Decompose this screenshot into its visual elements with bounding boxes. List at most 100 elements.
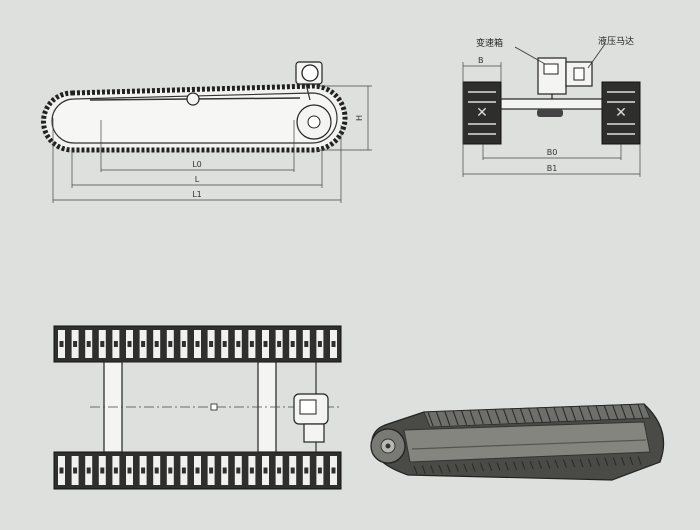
photo-track-top	[423, 403, 651, 428]
photo-cleat	[479, 463, 484, 472]
track-shoe-hole	[195, 341, 200, 347]
track-shoe-hole	[236, 341, 241, 347]
callout-hydraulic-motor: 液压马达	[598, 35, 634, 47]
track-shoes-upper	[58, 330, 337, 358]
track-shoe-hole	[331, 341, 336, 347]
photo-cleat	[620, 457, 626, 466]
track-shoe-hole	[304, 467, 309, 474]
track-shoe-hole	[195, 467, 200, 474]
photo-cleat	[545, 407, 552, 422]
cross-beam	[500, 98, 603, 110]
dim-b1-label: B1	[547, 164, 558, 173]
photo-cleat	[629, 456, 634, 466]
photo-cleat	[430, 465, 435, 474]
track-shoe-hole	[317, 467, 322, 474]
photo-cleat	[471, 463, 476, 472]
side-view: L0 L L1 H	[41, 61, 372, 203]
track-inner-loop	[51, 92, 338, 144]
track-shoe-hole	[290, 467, 295, 474]
track-shoe-hole	[127, 341, 132, 347]
photo-cleat	[612, 457, 617, 466]
photo-cleat	[477, 410, 484, 425]
photo-cleat	[554, 459, 559, 469]
photo-cleat	[603, 405, 610, 420]
photo-cleat	[579, 458, 584, 468]
photo-cleat	[444, 411, 451, 426]
track-shoe-hole	[277, 341, 282, 347]
track-shoe-hole	[73, 341, 78, 347]
dim-l0-label: L0	[192, 160, 202, 169]
track-shoe-hole	[331, 467, 336, 474]
dim-l-label: L	[195, 175, 200, 184]
track-shoe-hole	[127, 467, 132, 474]
photo-cleat	[620, 404, 627, 420]
sprocket-hub	[307, 115, 321, 129]
svg-text:✕: ✕	[476, 105, 488, 121]
drive-unit-top	[210, 393, 329, 443]
photo-cleat	[578, 406, 585, 421]
photo-cleat	[570, 406, 577, 422]
photo-cleat	[463, 463, 468, 473]
track-shoe-hole	[263, 341, 268, 347]
track-shoe-hole	[181, 341, 186, 347]
track-shoe-hole	[249, 341, 254, 347]
photo-cleat	[521, 461, 526, 470]
track-shoe-hole	[168, 341, 173, 347]
track-shoe-hole	[168, 467, 173, 474]
dim-b0-label: B0	[547, 148, 558, 157]
photo-cleat	[529, 460, 534, 470]
track-shoe-hole	[73, 467, 78, 474]
dim-b-label: B	[478, 56, 484, 65]
photo-cleat	[494, 409, 501, 424]
photo-cleat	[496, 462, 501, 471]
track-shoe-hole	[100, 467, 105, 474]
photo-cleats	[413, 404, 644, 475]
photo-cleat	[537, 460, 543, 469]
photo-cleat	[562, 459, 567, 468]
track-shoe-hole	[59, 341, 64, 347]
photo-cleat	[604, 457, 609, 467]
photo-cleat	[637, 404, 644, 419]
photo-cleat	[511, 408, 518, 424]
photo-cleat	[435, 411, 442, 426]
track-shoe-hole	[222, 467, 227, 474]
dim-h-label: H	[355, 115, 364, 121]
photo-cleat	[421, 465, 426, 474]
track-shoe-hole	[141, 467, 146, 474]
track-shoe-hole	[236, 467, 241, 474]
photo-cleat	[427, 411, 434, 427]
track-shoe-hole	[113, 467, 118, 474]
photo-cleat	[637, 456, 642, 465]
photo-cleat	[513, 461, 518, 470]
photo-cleat	[595, 405, 602, 421]
photo-cleat	[528, 408, 535, 423]
motor-on-side	[295, 61, 323, 101]
track-shoe-hole	[141, 341, 146, 347]
photo-side-frame	[403, 421, 651, 463]
track-shoe-hole	[222, 341, 227, 347]
track-shoe-hole	[100, 341, 105, 347]
photo-cleat	[454, 464, 460, 473]
photo-cleat	[469, 410, 476, 425]
front-view: ✕ ✕ 变速箱 液压马达 B B0 B1	[462, 35, 641, 177]
photo-cleat	[519, 408, 526, 423]
track-shoe-hole	[304, 341, 309, 347]
callout-gearbox: 变速箱	[476, 37, 503, 49]
dim-l1-label: L1	[192, 190, 202, 199]
undercarriage-photo	[370, 403, 665, 481]
photo-cleat	[546, 460, 551, 469]
track-shoe-hole	[277, 467, 282, 474]
track-shoe-hole	[154, 467, 159, 474]
track-shoe-hole	[59, 467, 64, 474]
photo-cleat	[587, 458, 592, 467]
track-shoes-lower	[58, 456, 337, 485]
photo-cleat	[461, 410, 468, 425]
photo-cleat	[486, 409, 493, 425]
photo-cleat	[503, 409, 510, 424]
photo-cleat	[438, 464, 443, 474]
photo-cleat	[504, 461, 509, 471]
track-shoe-hole	[86, 467, 91, 474]
photo-cleat	[612, 405, 619, 420]
track-shoe-hole	[209, 467, 214, 474]
